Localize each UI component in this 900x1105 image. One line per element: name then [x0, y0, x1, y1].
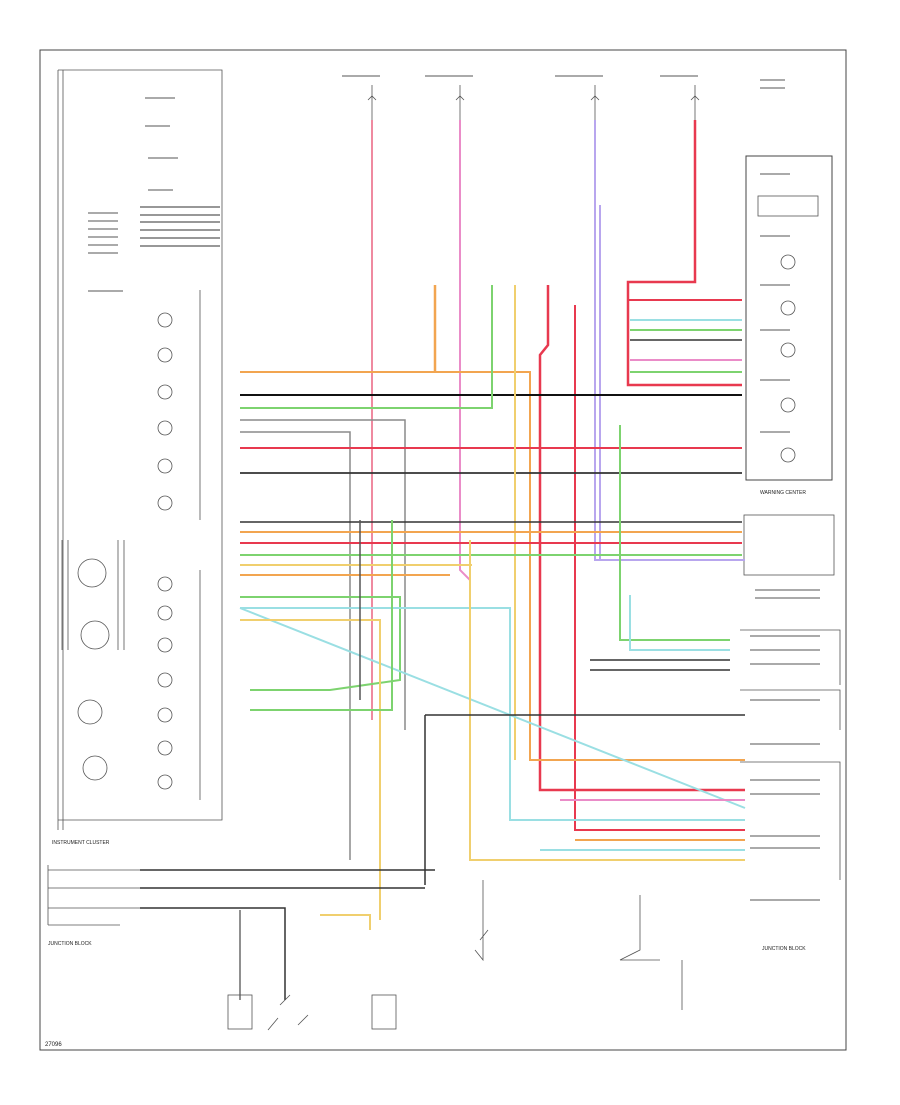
wire-green-3	[240, 596, 401, 691]
wire-lavender	[594, 120, 745, 561]
cluster-bulbs	[157, 290, 201, 800]
fine-print-marks	[88, 75, 820, 901]
wire-orange-1	[240, 371, 745, 761]
wire-green-4	[250, 520, 393, 711]
wire-yellow-3	[240, 619, 381, 920]
wire-grey-1	[240, 419, 406, 730]
wire-red-1	[626, 120, 742, 387]
wire-black-5	[590, 659, 730, 671]
wire-yellow-bottom	[320, 914, 371, 930]
cluster-connector-lines	[140, 206, 220, 247]
wire-black-bottom	[140, 869, 435, 1000]
wire-yellow-4	[469, 540, 745, 861]
wire-cyan-3	[629, 595, 730, 651]
junction-block-right-label: JUNCTION BLOCK	[762, 946, 806, 952]
diagram-frame	[39, 49, 847, 1051]
wire-red-3	[538, 285, 745, 792]
instrument-cluster-frame	[57, 69, 223, 830]
wire-green-7	[619, 425, 730, 641]
wire-green-1	[240, 285, 493, 409]
footer-code: 27096	[45, 1042, 62, 1048]
wire-red-4	[574, 305, 745, 831]
wire-grey-2	[240, 431, 351, 860]
bottom-switches	[227, 880, 683, 1031]
wire-cyan-1	[239, 607, 746, 821]
junction-block-bottom-label: JUNCTION BLOCK	[48, 941, 92, 947]
fuses	[367, 85, 700, 130]
junction-block-bottom	[47, 865, 140, 926]
instrument-cluster-label: INSTRUMENT CLUSTER	[52, 840, 110, 846]
right-modules	[740, 514, 841, 880]
wire-magenta	[459, 120, 471, 860]
warning-center-label: WARNING CENTER	[760, 490, 806, 496]
warning-center-frame	[745, 155, 833, 481]
